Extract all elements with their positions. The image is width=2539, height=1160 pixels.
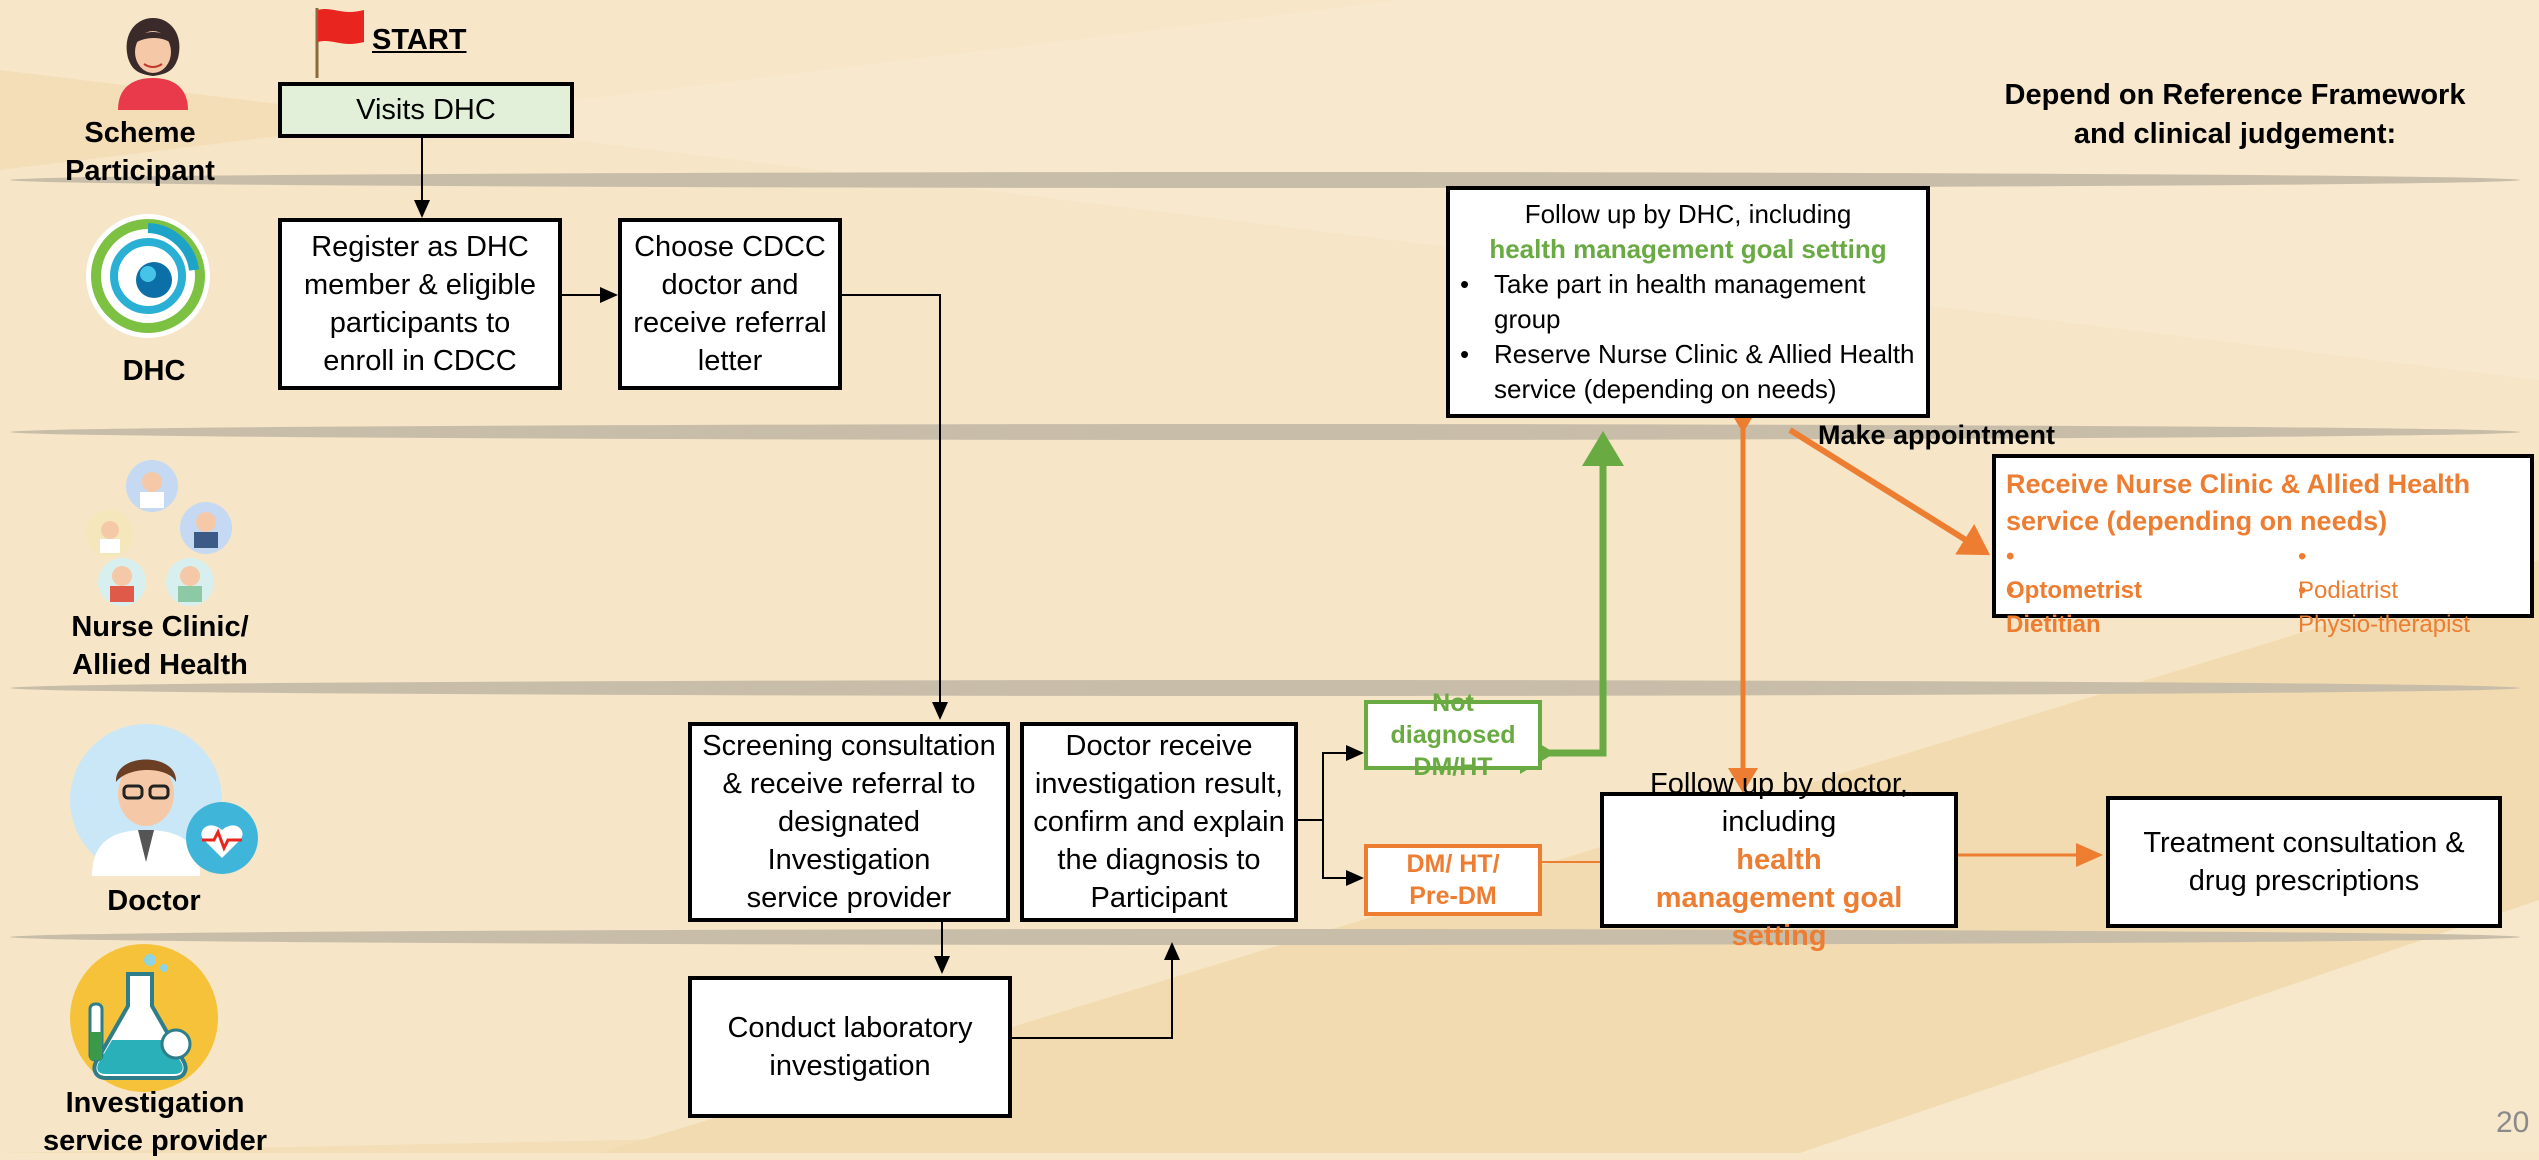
treatment-line2: drug prescriptions xyxy=(2188,865,2420,897)
lane-label-investigation: Investigation service provider xyxy=(20,1084,290,1160)
lane-divider xyxy=(10,680,2520,696)
doctor-result-line5: Participant xyxy=(1090,882,1228,914)
register-line2: member & eligible xyxy=(303,269,537,301)
register-line4: enroll in CDCC xyxy=(323,345,517,377)
lane-divider xyxy=(10,424,2520,440)
doctor-result-line2: investigation result, xyxy=(1034,768,1284,800)
page-number: 20 xyxy=(2496,1106,2530,1139)
followup-dhc-title: Follow up by DHC, including xyxy=(1524,199,1852,229)
lab-flask-icon xyxy=(70,944,218,1092)
lane-divider xyxy=(10,929,2520,945)
followup-dhc-bullet: Reserve Nurse Clinic & Allied Health ser… xyxy=(1460,337,1918,407)
service-item: • Dietitian xyxy=(2006,577,2101,638)
doctor-result-line1: Doctor receive xyxy=(1065,730,1253,762)
register-line3: participants to xyxy=(329,307,511,339)
visits-dhc-step: Visits DHC xyxy=(278,82,574,138)
lab-line2: investigation xyxy=(769,1050,931,1082)
choose-line1: Choose CDCC xyxy=(634,231,826,263)
woman-avatar-icon xyxy=(118,18,188,110)
service-list: • Optometrist • Dietitian • Podiatrist •… xyxy=(2006,540,2520,638)
lane-label-investigation-line2: service provider xyxy=(42,1125,268,1157)
followup-doctor-line2: including health xyxy=(1721,806,1837,876)
screening-line2: & receive referral to xyxy=(722,768,976,800)
screening-line4: service provider xyxy=(746,882,952,914)
lane-label-doctor: Doctor xyxy=(107,885,201,917)
choose-line2: doctor and xyxy=(661,269,799,301)
lab-line1: Conduct laboratory xyxy=(727,1012,973,1044)
treatment-line1: Treatment consultation & xyxy=(2143,827,2465,859)
lane-label-dhc: DHC xyxy=(122,355,186,387)
lane-label-nurse-line1: Nurse Clinic/ xyxy=(71,611,249,643)
lab-investigation-step: Conduct laboratory investigation xyxy=(688,976,1012,1118)
doctor-result-step: Doctor receive investigation result, con… xyxy=(1020,722,1298,922)
choose-line4: letter xyxy=(697,345,763,377)
followup-doctor-line1: Follow up by doctor, xyxy=(1650,768,1908,800)
followup-dhc-step: Follow up by DHC, including health manag… xyxy=(1446,186,1930,418)
doctor-result-line3: confirm and explain xyxy=(1033,806,1285,838)
register-step: Register as DHC member & eligible partic… xyxy=(278,218,562,390)
diagnosed-line2: Pre-DM xyxy=(1409,882,1497,910)
screening-line3: designated Investigation xyxy=(767,806,931,876)
register-line1: Register as DHC xyxy=(311,231,529,263)
followup-doctor-step: Follow up by doctor, including health ma… xyxy=(1600,768,1958,952)
nurse-group-icon xyxy=(86,460,232,606)
choose-line3: receive referral xyxy=(633,307,827,339)
diagnosed-line1: DM/ HT/ xyxy=(1406,850,1500,878)
diagnosed-status: DM/ HT/ Pre-DM xyxy=(1364,844,1542,916)
followup-dhc-bullet: Take part in health management group xyxy=(1460,267,1918,337)
lane-label-nurse-line2: Allied Health xyxy=(72,649,248,681)
followup-doctor-line3: management goal setting xyxy=(1655,882,1903,952)
treatment-step: Treatment consultation & drug prescripti… xyxy=(2106,796,2502,928)
start-label: START xyxy=(372,24,467,56)
doctor-avatar-icon xyxy=(70,724,258,876)
service-item: • Podiatrist xyxy=(2298,543,2399,604)
service-item: • Optometrist xyxy=(2006,543,2143,604)
dhc-logo-icon xyxy=(86,214,210,338)
followup-dhc-list: Take part in health management group Res… xyxy=(1458,267,1918,407)
lane-divider xyxy=(10,172,2520,188)
flag-icon xyxy=(315,8,364,78)
screening-step: Screening consultation & receive referra… xyxy=(688,722,1010,922)
make-appointment-label: Make appointment xyxy=(1818,420,2056,450)
screening-line1: Screening consultation xyxy=(702,730,996,762)
doctor-result-line4: the diagnosis to xyxy=(1057,844,1261,876)
nurse-service-step: Receive Nurse Clinic & Allied Health ser… xyxy=(1992,454,2534,638)
service-item: • Physio-therapist xyxy=(2298,577,2471,638)
followup-dhc-goal: health management goal setting xyxy=(1489,234,1887,264)
lane-label-investigation-line1: Investigation xyxy=(65,1087,245,1119)
lane-label-participant: Scheme Participant xyxy=(65,117,215,187)
not-diagnosed-line2: DM/HT xyxy=(1413,753,1493,781)
reference-note: Depend on Reference Framework and clinic… xyxy=(2004,79,2466,150)
not-diagnosed-line1: Not diagnosed xyxy=(1390,689,1516,749)
not-diagnosed-status: Not diagnosed DM/HT xyxy=(1364,689,1542,781)
choose-doctor-step: Choose CDCC doctor and receive referral … xyxy=(618,218,842,390)
lane-label-nurse: Nurse Clinic/ Allied Health xyxy=(40,608,280,684)
nurse-service-title: Receive Nurse Clinic & Allied Health ser… xyxy=(2006,469,2471,536)
